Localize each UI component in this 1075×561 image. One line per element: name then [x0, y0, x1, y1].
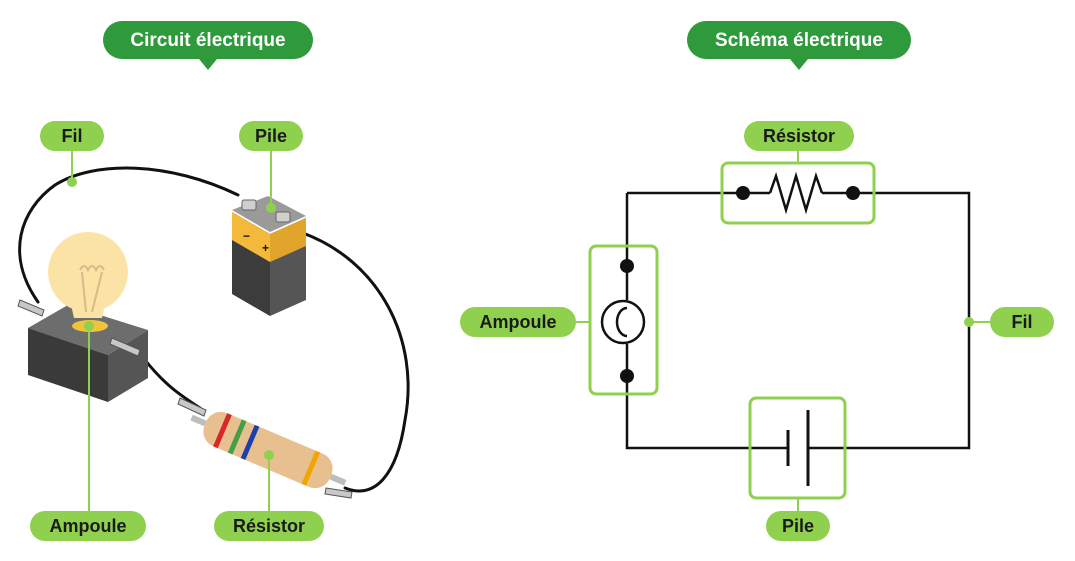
wire-battery-to-resistor [298, 230, 410, 493]
svg-text:Pile: Pile [255, 126, 287, 146]
svg-text:Résistor: Résistor [233, 516, 305, 536]
wire-lamp-to-resistor [143, 358, 202, 410]
label-ampoule-right: Ampoule [460, 307, 576, 337]
wire-lamp-to-battery [18, 166, 240, 304]
label-ampoule-left: Ampoule [30, 511, 146, 541]
battery: − + [232, 196, 306, 316]
callout-dot-fil-right [964, 317, 974, 327]
resistor-component [190, 411, 347, 489]
resistor-clips [177, 397, 353, 499]
label-fil-left: Fil [40, 121, 104, 151]
svg-text:Ampoule: Ampoule [49, 516, 126, 536]
svg-text:Fil: Fil [62, 126, 83, 146]
schematic-wires [625, 191, 971, 450]
left-title-badge: Circuit électrique [103, 21, 313, 70]
label-pile-left: Pile [239, 121, 303, 151]
label-resistor-left: Résistor [214, 511, 324, 541]
schematic-lamp [600, 259, 646, 383]
left-title: Circuit électrique [130, 30, 285, 51]
svg-text:Ampoule: Ampoule [479, 312, 556, 332]
label-fil-right: Fil [990, 307, 1054, 337]
schematic-resistor [736, 171, 860, 215]
battery-plus: + [262, 241, 269, 255]
battery-minus: − [243, 229, 250, 243]
label-pile-right: Pile [766, 511, 830, 541]
svg-text:Fil: Fil [1012, 312, 1033, 332]
highlight-lamp [588, 244, 659, 396]
svg-text:Pile: Pile [782, 516, 814, 536]
right-title-badge: Schéma électrique [687, 21, 911, 70]
light-bulb [48, 232, 128, 332]
lamp-clips [17, 299, 141, 357]
left-callout-lines [71, 148, 272, 512]
schematic-battery [786, 410, 810, 486]
left-callout-dots [67, 177, 276, 460]
right-title: Schéma électrique [715, 30, 883, 51]
label-resistor-right: Résistor [744, 121, 854, 151]
svg-text:Résistor: Résistor [763, 126, 835, 146]
